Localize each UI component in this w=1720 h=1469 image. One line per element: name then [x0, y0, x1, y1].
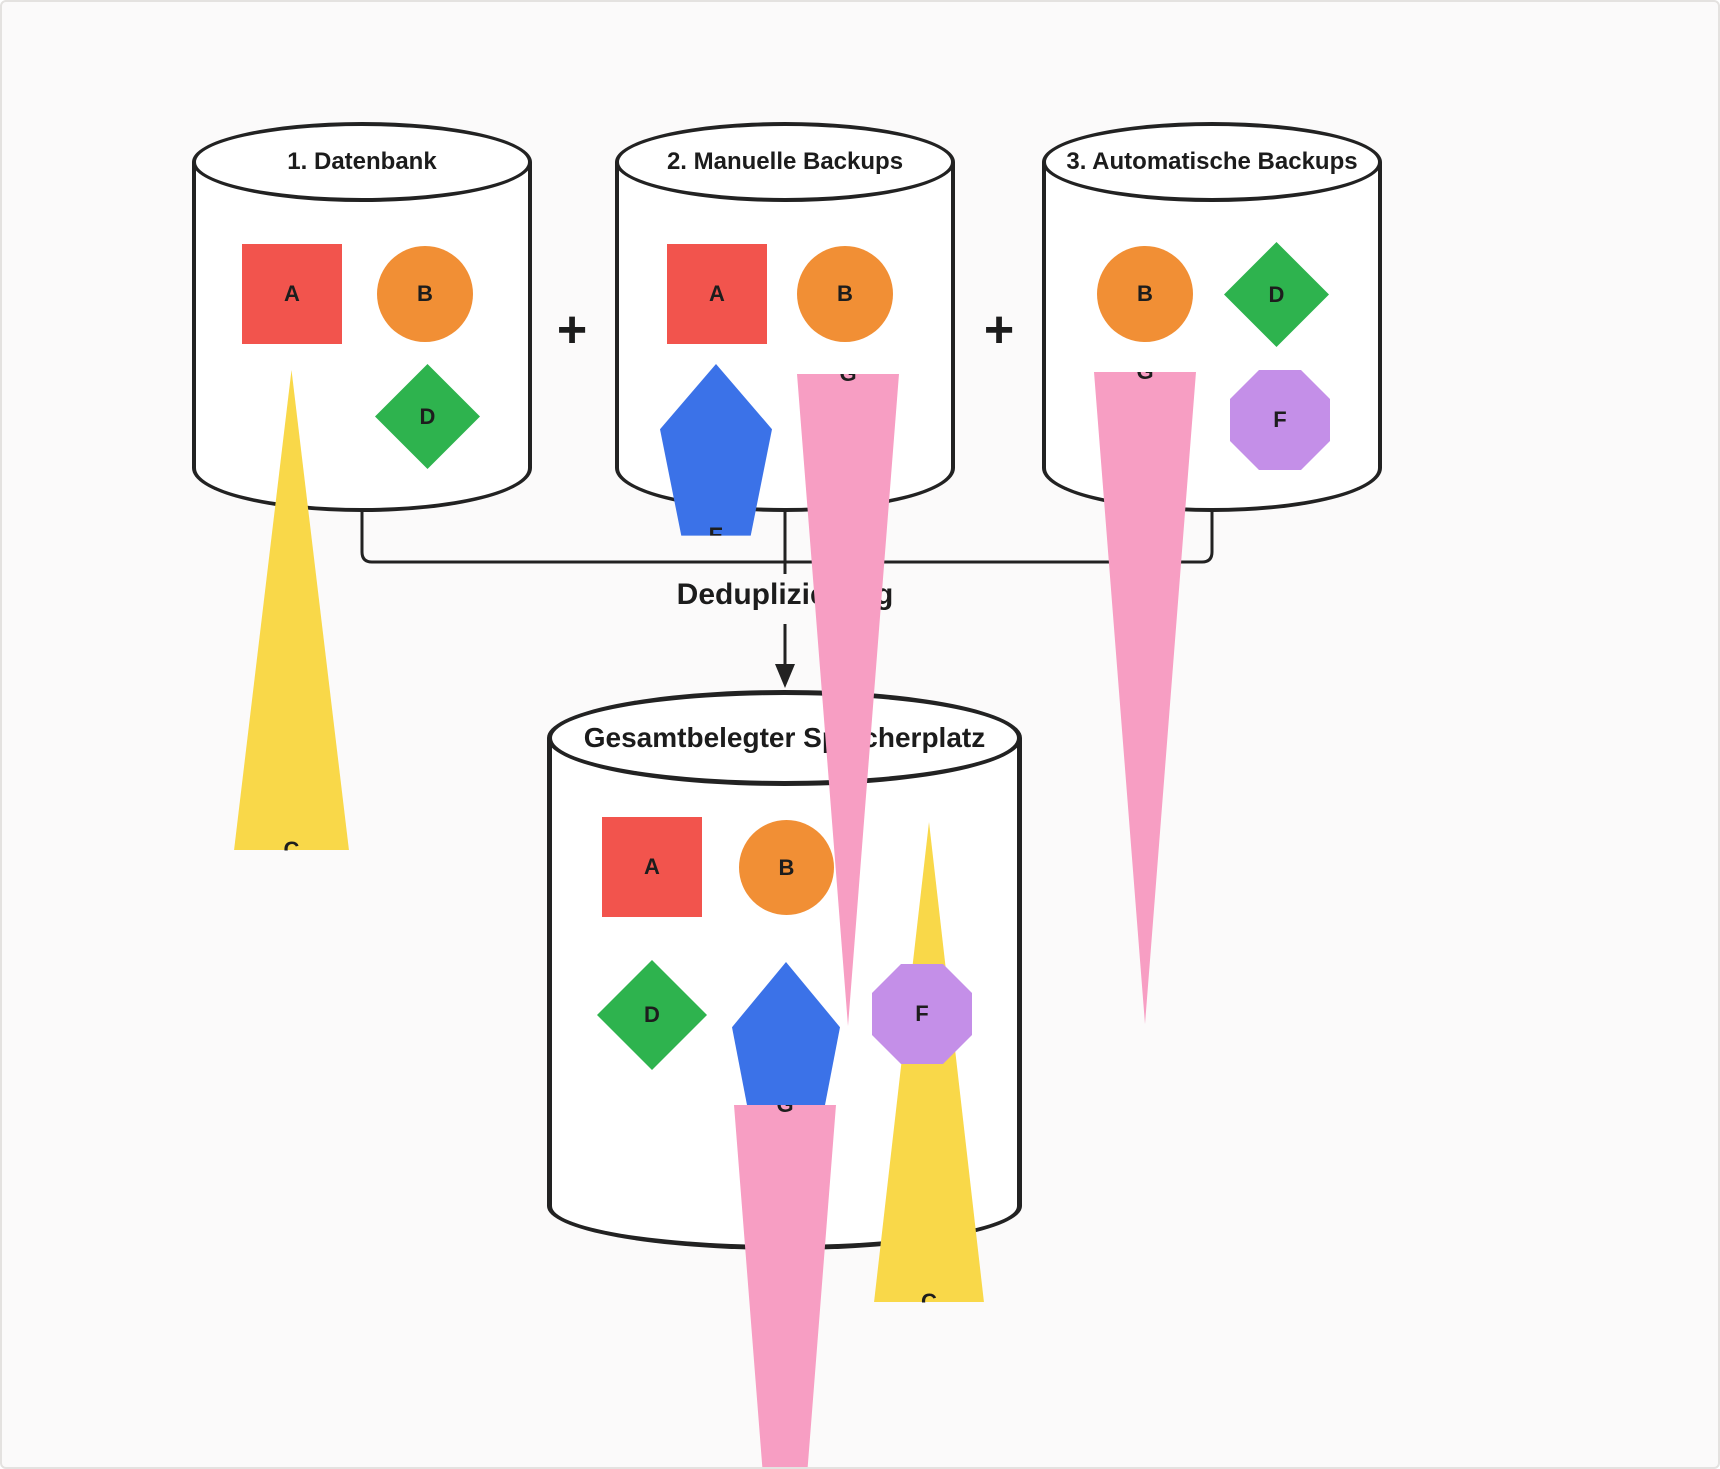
plus-operator-1: + [556, 301, 588, 359]
cylinder-title: 2. Manuelle Backups [666, 148, 904, 175]
shape-label: G [839, 374, 856, 387]
cylinder-top-ellipse: 3. Automatische Backups [1042, 122, 1382, 202]
block-f-octagon: F [1230, 370, 1330, 470]
shape-label: D [644, 1002, 660, 1027]
shape-label: F [1273, 407, 1287, 432]
block-g-triangle-down: G [734, 1105, 836, 1467]
block-f-octagon: F [872, 964, 972, 1064]
cylinder-title: 1. Datenbank [287, 148, 437, 175]
block-b-circle: B [1097, 246, 1193, 342]
shape-label: E [708, 522, 724, 548]
shape-label: A [644, 854, 660, 879]
shape-label: B [837, 281, 853, 306]
shape-label: C [921, 1289, 937, 1315]
shape-label: B [1137, 281, 1153, 306]
plus-operator-2: + [983, 301, 1015, 359]
cylinder-top-ellipse: Gesamtbelegter Speicherplatz [547, 690, 1022, 786]
merge-bracket-line [360, 510, 1214, 564]
block-a-square: A [667, 244, 767, 344]
cylinder-title: Gesamtbelegter Speicherplatz [583, 722, 986, 753]
block-a-square: A [242, 244, 342, 344]
shape-label: F [915, 1001, 929, 1026]
cylinder-title: 3. Automatische Backups [1066, 148, 1358, 175]
shape-label: B [778, 854, 795, 880]
block-b-circle: B [377, 246, 473, 342]
shape-label: G [776, 1105, 793, 1118]
shape-label: A [284, 281, 300, 306]
cylinder-top-ellipse: 1. Datenbank [192, 122, 532, 202]
shape-label: D [1268, 281, 1285, 307]
shape-label: B [417, 281, 433, 306]
shape-label: C [283, 837, 300, 863]
cylinder-top-ellipse: 2. Manuelle Backups [615, 122, 955, 202]
deduplizierung-label: Deduplizierung [676, 578, 894, 611]
block-g-triangle-down: G [1094, 372, 1196, 1025]
shape-label: G [1136, 372, 1153, 385]
block-a-square: A [602, 817, 702, 917]
shape-label: D [419, 403, 436, 429]
cylinder-automatische-backups: 3. Automatische Backups [1042, 122, 1382, 512]
block-b-circle: B [797, 246, 893, 342]
block-b-circle: B [739, 820, 834, 915]
dedup-arrow-head [775, 664, 795, 688]
cylinder-body [615, 162, 955, 512]
cylinder-body [1042, 162, 1382, 512]
shape-label: A [709, 281, 725, 306]
